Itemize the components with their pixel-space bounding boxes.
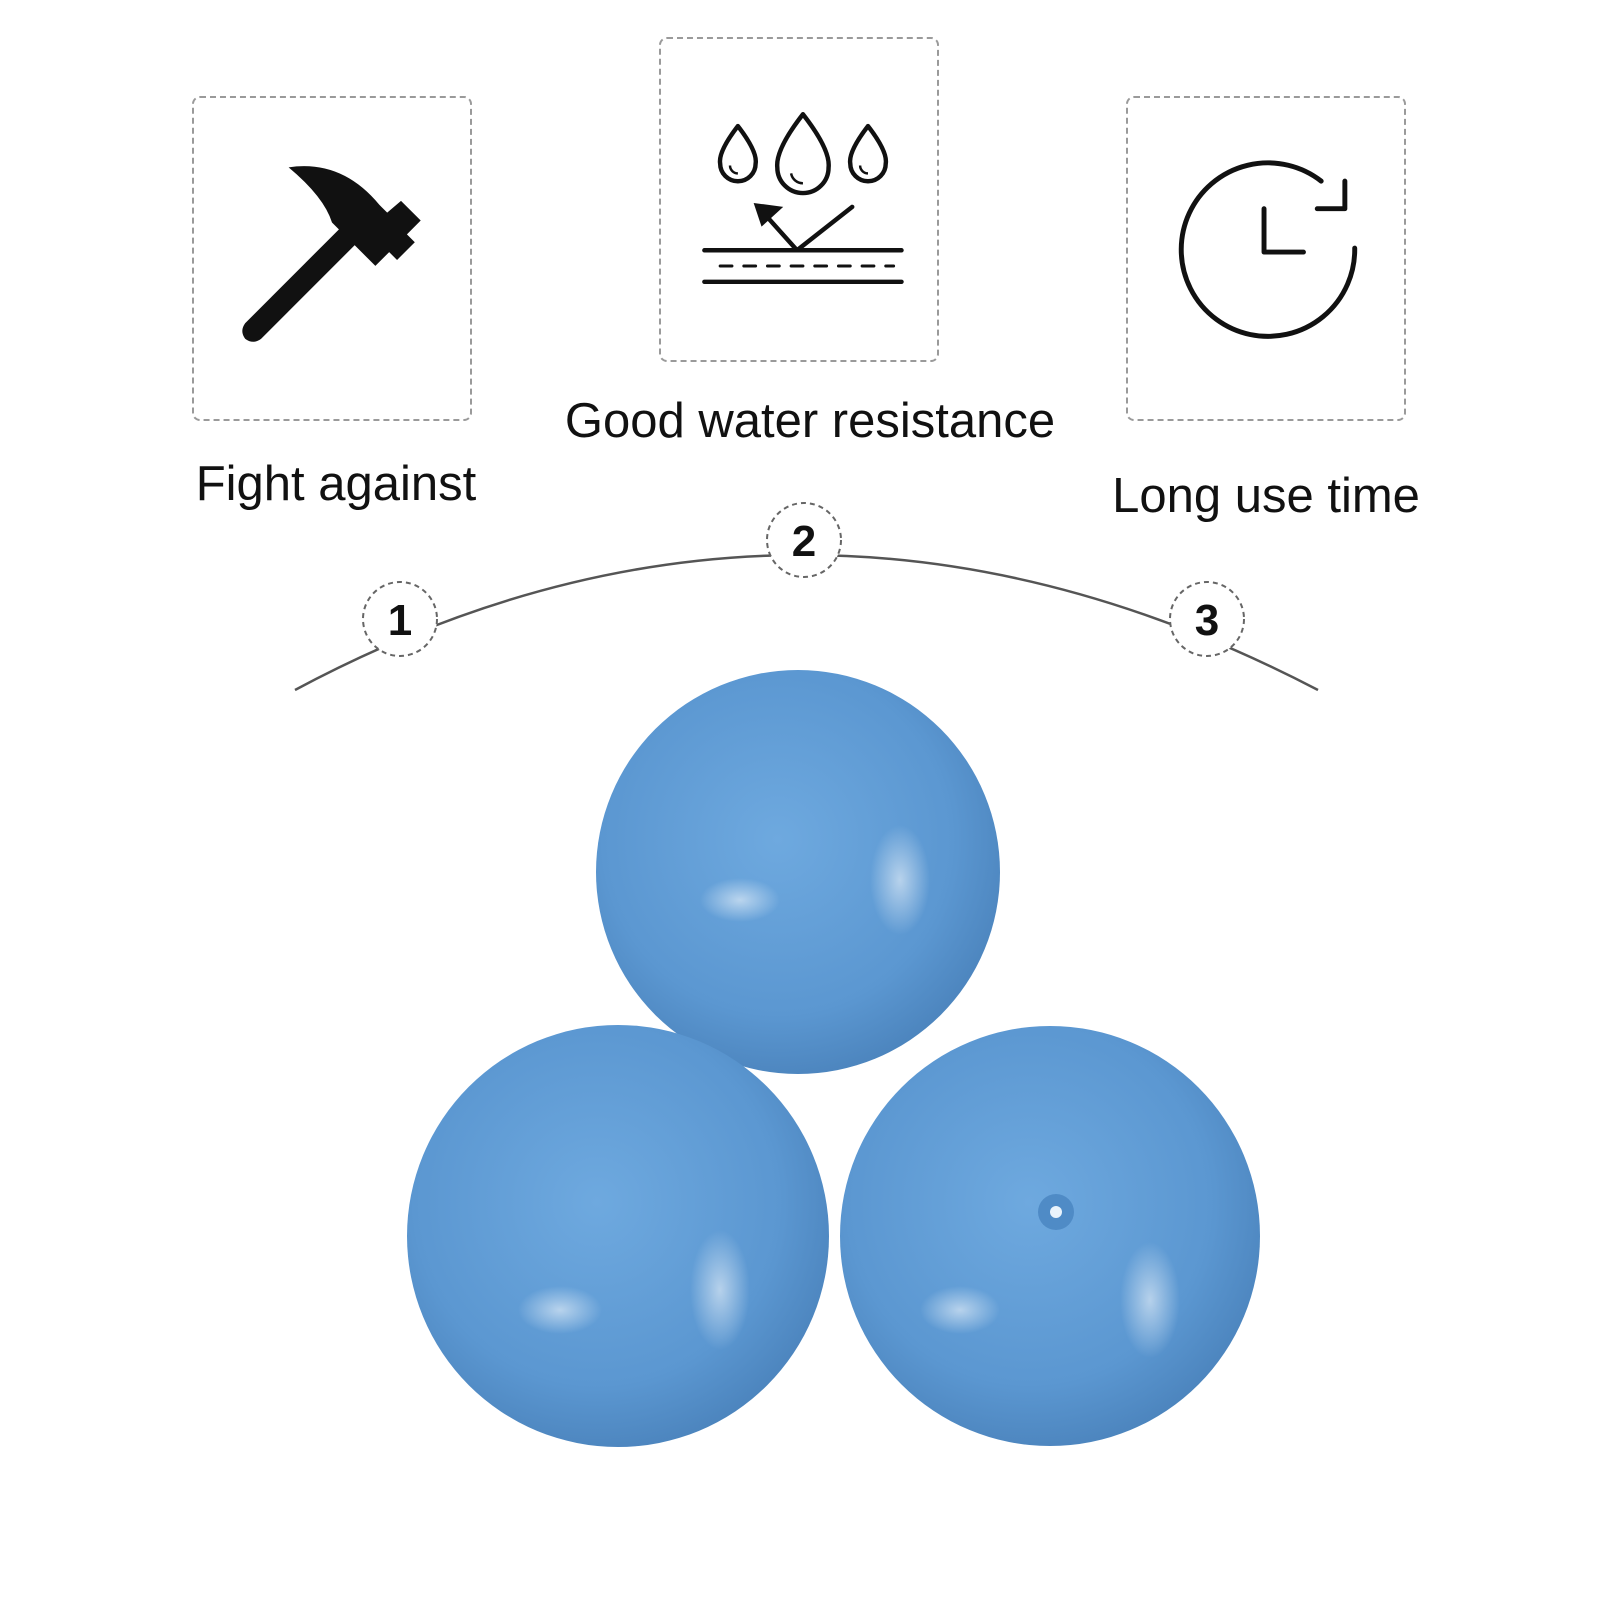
step-number-3: 3 (1194, 596, 1220, 645)
clock-refresh-icon (1178, 160, 1358, 339)
step-number-1: 1 (387, 596, 413, 645)
hammer-icon (242, 166, 421, 342)
product-balls (407, 670, 1260, 1447)
feature-label-water-resistance: Good water resistance (564, 394, 1056, 448)
feature-label-long-use-time: Long use time (1112, 469, 1420, 523)
feature-card-hammer (192, 96, 472, 421)
step-badge-2 (766, 502, 842, 578)
ball-top (596, 670, 1000, 1074)
ball-bottom-left (407, 1025, 829, 1447)
feature-card-clock (1126, 96, 1406, 421)
water-resistance-icon (702, 112, 904, 285)
ball-bottom-right (840, 1026, 1260, 1446)
step-number-2: 2 (791, 517, 817, 566)
feature-label-fight-against: Fight against (195, 457, 477, 511)
feature-card-water (659, 37, 939, 362)
step-badge-3 (1169, 581, 1245, 657)
step-badge-1 (362, 581, 438, 657)
